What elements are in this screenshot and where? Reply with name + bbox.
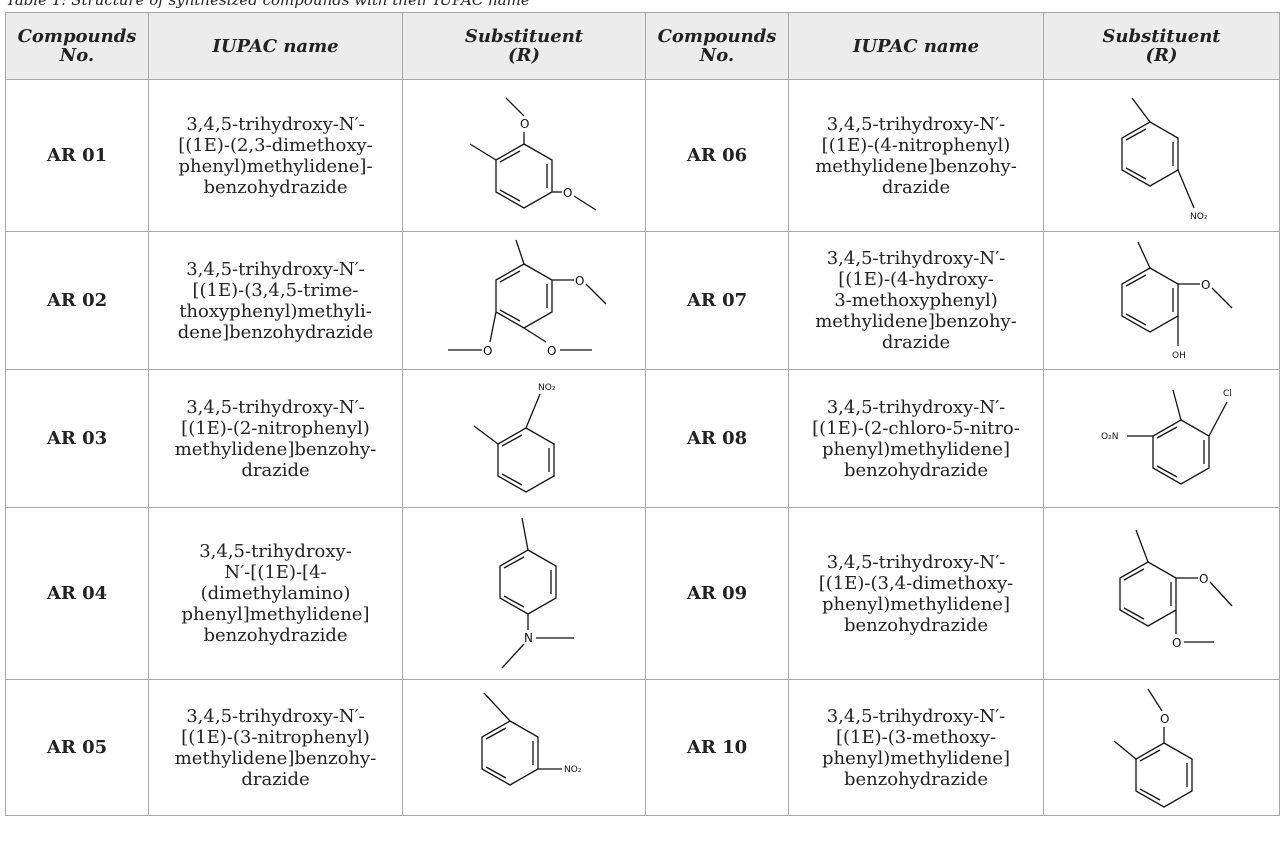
substituent-structure: O O O — [402, 231, 646, 370]
substituent-structure: Cl O₂N — [1043, 369, 1280, 508]
atom-label: O — [483, 344, 492, 358]
atom-label: OH — [1172, 351, 1186, 361]
iupac-name: 3,4,5-trihydroxy-N′-[(1E)-(2-chloro-5-ni… — [788, 369, 1044, 508]
header-substituent: Substituent(R) — [402, 12, 646, 80]
atom-label: N — [524, 631, 533, 645]
iupac-name: 3,4,5-trihydroxy-N′-[(1E)-[4-(dimethylam… — [148, 507, 403, 680]
iupac-name: 3,4,5-trihydroxy-N′-[(1E)-(3-methoxy-phe… — [788, 679, 1044, 816]
substituent-structure: O O — [402, 79, 646, 232]
compound-no: AR 02 — [5, 231, 149, 370]
compound-no: AR 10 — [645, 679, 789, 816]
atom-label: NO₂ — [1190, 212, 1208, 222]
iupac-name: 3,4,5-trihydroxy-N′-[(1E)-(2,3-dimethoxy… — [148, 79, 403, 232]
structure-4-dimethylaminophenyl: N — [499, 517, 574, 668]
table-caption: Table 1: Structure of synthesized compou… — [6, 0, 530, 9]
iupac-name: 3,4,5-trihydroxy-N′-[(1E)-(3,4-dimethoxy… — [788, 507, 1044, 680]
iupac-name: 3,4,5-trihydroxy-N′-[(1E)-(2-nitrophenyl… — [148, 369, 403, 508]
substituent-structure: NO₂ — [1043, 79, 1280, 232]
compound-no: AR 01 — [5, 79, 149, 232]
substituent-structure: NO₂ — [402, 679, 646, 816]
iupac-name: 3,4,5-trihydroxy-N′-[(1E)-(3-nitrophenyl… — [148, 679, 403, 816]
compound-no: AR 07 — [645, 231, 789, 370]
table-row: AR 04 3,4,5-trihydroxy-N′-[(1E)-[4-(dime… — [5, 507, 1280, 680]
iupac-name: 3,4,5-trihydroxy-N′-[(1E)-(4-nitrophenyl… — [788, 79, 1044, 232]
structure-2-3-dimethoxyphenyl: O O — [469, 97, 597, 211]
atom-label: O — [1199, 572, 1208, 586]
structure-3-4-dimethoxyphenyl: O O — [1118, 529, 1232, 650]
table-row: AR 03 3,4,5-trihydroxy-N′-[(1E)-(2-nitro… — [5, 369, 1280, 508]
atom-label: NO₂ — [564, 765, 582, 775]
atom-label: O — [1201, 278, 1210, 292]
substituent-structure: N — [402, 507, 646, 680]
structure-2-methoxyphenyl: O — [1113, 688, 1193, 808]
atom-label: O₂N — [1101, 432, 1118, 442]
structure-2-chloro-5-nitrophenyl: Cl O₂N — [1101, 389, 1232, 485]
atom-label: O — [563, 186, 572, 200]
header-iupac-name: IUPAC name — [788, 12, 1044, 80]
table-row: AR 05 3,4,5-trihydroxy-N′-[(1E)-(3-nitro… — [5, 679, 1280, 816]
atom-label: O — [1160, 712, 1169, 726]
atom-label: Cl — [1223, 389, 1232, 399]
structure-4-nitrophenyl: NO₂ — [1120, 97, 1208, 222]
table-row: AR 01 3,4,5-trihydroxy-N′-[(1E)-(2,3-dim… — [5, 79, 1280, 232]
substituent-structure: O — [1043, 679, 1280, 816]
atom-label: O — [575, 274, 584, 288]
header-iupac-name: IUPAC name — [148, 12, 403, 80]
structure-3-4-5-trimethoxyphenyl: O O O — [448, 239, 607, 358]
iupac-name: 3,4,5-trihydroxy-N′-[(1E)-(4-hydroxy-3-m… — [788, 231, 1044, 370]
structure-3-nitrophenyl: NO₂ — [481, 692, 582, 786]
structure-2-nitrophenyl: NO₂ — [473, 383, 556, 493]
compound-no: AR 04 — [5, 507, 149, 680]
compound-no: AR 09 — [645, 507, 789, 680]
compound-no: AR 06 — [645, 79, 789, 232]
table-row: AR 02 3,4,5-trihydroxy-N′-[(1E)-(3,4,5-t… — [5, 231, 1280, 370]
structure-4-hydroxy-3-methoxyphenyl: O OH — [1120, 241, 1232, 361]
substituent-structure: O OH — [1043, 231, 1280, 370]
header-substituent: Substituent(R) — [1043, 12, 1280, 80]
atom-label: NO₂ — [538, 383, 556, 393]
atom-label: O — [547, 344, 556, 358]
compound-no: AR 03 — [5, 369, 149, 508]
substituent-structure: O O — [1043, 507, 1280, 680]
compound-no: AR 08 — [645, 369, 789, 508]
substituent-structure: NO₂ — [402, 369, 646, 508]
iupac-name: 3,4,5-trihydroxy-N′-[(1E)-(3,4,5-trime-t… — [148, 231, 403, 370]
atom-label: O — [520, 117, 529, 131]
atom-label: O — [1172, 636, 1181, 650]
compound-no: AR 05 — [5, 679, 149, 816]
